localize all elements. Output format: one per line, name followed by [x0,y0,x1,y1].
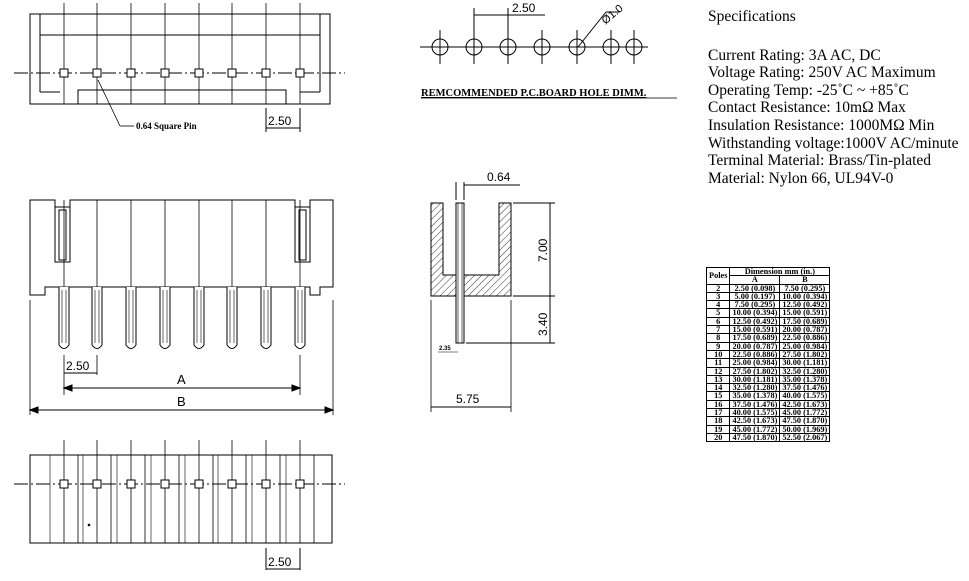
pin-thickness-dim: 0.64 [487,170,511,184]
hole-diameter-dim: Ø1.0 [600,3,626,28]
front-pin [91,287,103,349]
dim-a-cell: 17.50 (0.689) [729,333,781,343]
bottom-square-pin [126,479,136,489]
front-pin [193,287,205,349]
table-header-a: A [729,275,781,285]
pitch-dim-bottom: 2.50 [268,555,292,569]
side-section-view: 0.64 7.00 3.40 2.35 5.75 [430,170,555,412]
table-header-b: B [779,275,831,285]
spec-material: Material: Nylon 66, UL94V-0 [708,169,894,187]
pcb-hole-caption: REMCOMMENDED P.C.BOARD HOLE DIMM. [421,88,647,99]
bottom-square-pin [92,479,102,489]
front-pin [159,287,171,349]
dim-b-label: B [177,394,186,409]
poles-cell: 11 [705,358,731,368]
pitch-dim-top: 2.50 [268,114,292,128]
pcb-hole [533,38,551,56]
dim-b-cell: 40.00 (1.575) [779,391,831,401]
top-view: 0.64 Square Pin 2.50 [14,3,345,132]
pcb-hole [625,38,643,56]
pcb-hole [602,38,620,56]
bottom-view: 2.50 [14,440,345,570]
square-pin [160,68,170,78]
poles-cell: 20 [705,432,731,443]
table-header-dimension: Dimension mm (in.) [729,266,831,277]
dim-a-cell: 25.00 (0.984) [729,358,781,368]
table-header-poles: Poles [705,267,731,285]
front-pin [58,287,70,349]
spec-insulation-resistance: Insulation Resistance: 1000MΩ Min [708,116,935,134]
bottom-view-pins [49,440,315,543]
small-dim: 2.35 [439,346,451,352]
dim-a-label: A [177,372,186,387]
square-pin [92,68,102,78]
front-pin [125,287,137,349]
dim-b-cell: 22.50 (0.886) [779,333,831,343]
bottom-square-pin [227,479,237,489]
dim-a-cell: 35.00 (1.378) [729,391,781,401]
pitch-dim-front: 2.50 [66,359,90,373]
pitch-dim-pcb: 2.50 [512,1,536,15]
bottom-square-pin [261,479,271,489]
pcb-hole [431,38,449,56]
body-depth-dim: 5.75 [456,392,480,406]
square-pin [261,68,271,78]
square-pin [227,68,237,78]
pcb-hole-pattern: 2.50 Ø1.0 REMCOMMENDED P.C.BOARD HOLE DI… [420,1,677,99]
front-view-pins [58,200,306,349]
spec-voltage-rating: Voltage Rating: 250V AC Maximum [708,64,936,82]
square-pin [194,68,204,78]
spec-terminal-material: Terminal Material: Brass/Tin-plated [708,152,932,170]
dim-b-cell: 47.50 (1.870) [779,416,831,426]
bottom-square-pin [59,479,69,489]
spec-operating-temp: Operating Temp: -25˚C ~ +85˚C [708,81,909,99]
specifications-block: Specifications Current Rating: 3A AC, DC… [708,8,959,187]
bottom-square-pin [295,479,305,489]
poles-cell: 15 [705,391,731,401]
front-pin [294,287,306,349]
pcb-holes [431,30,643,64]
poles-cell: 8 [705,333,731,343]
front-view: 2.50 A B [28,199,335,415]
dim-a-cell: 47.50 (1.870) [729,432,781,443]
dim-b-cell: 52.50 (2.067) [779,432,831,443]
square-pin [59,68,69,78]
bottom-square-pin [160,479,170,489]
specifications-title: Specifications [708,8,796,25]
spec-contact-resistance: Contact Resistance: 10mΩ Max [708,99,906,117]
spec-withstanding-voltage: Withstanding voltage:1000V AC/minute [708,134,959,152]
dim-a-cell: 42.50 (1.673) [729,416,781,426]
pcb-hole [465,38,483,56]
square-pin [295,68,305,78]
pcb-hole [499,38,517,56]
spec-current-rating: Current Rating: 3A AC, DC [708,46,881,64]
bottom-square-pin [194,479,204,489]
front-pin [226,287,238,349]
square-pin [126,68,136,78]
square-pin-label: 0.64 Square Pin [136,121,197,131]
dim-b-cell: 30.00 (1.181) [779,358,831,368]
height-below-dim: 3.40 [536,312,550,336]
front-pin [260,287,272,349]
height-above-dim: 7.00 [536,238,550,262]
poles-cell: 18 [705,416,731,426]
pcb-hole [568,38,586,56]
top-view-pins [59,3,305,104]
